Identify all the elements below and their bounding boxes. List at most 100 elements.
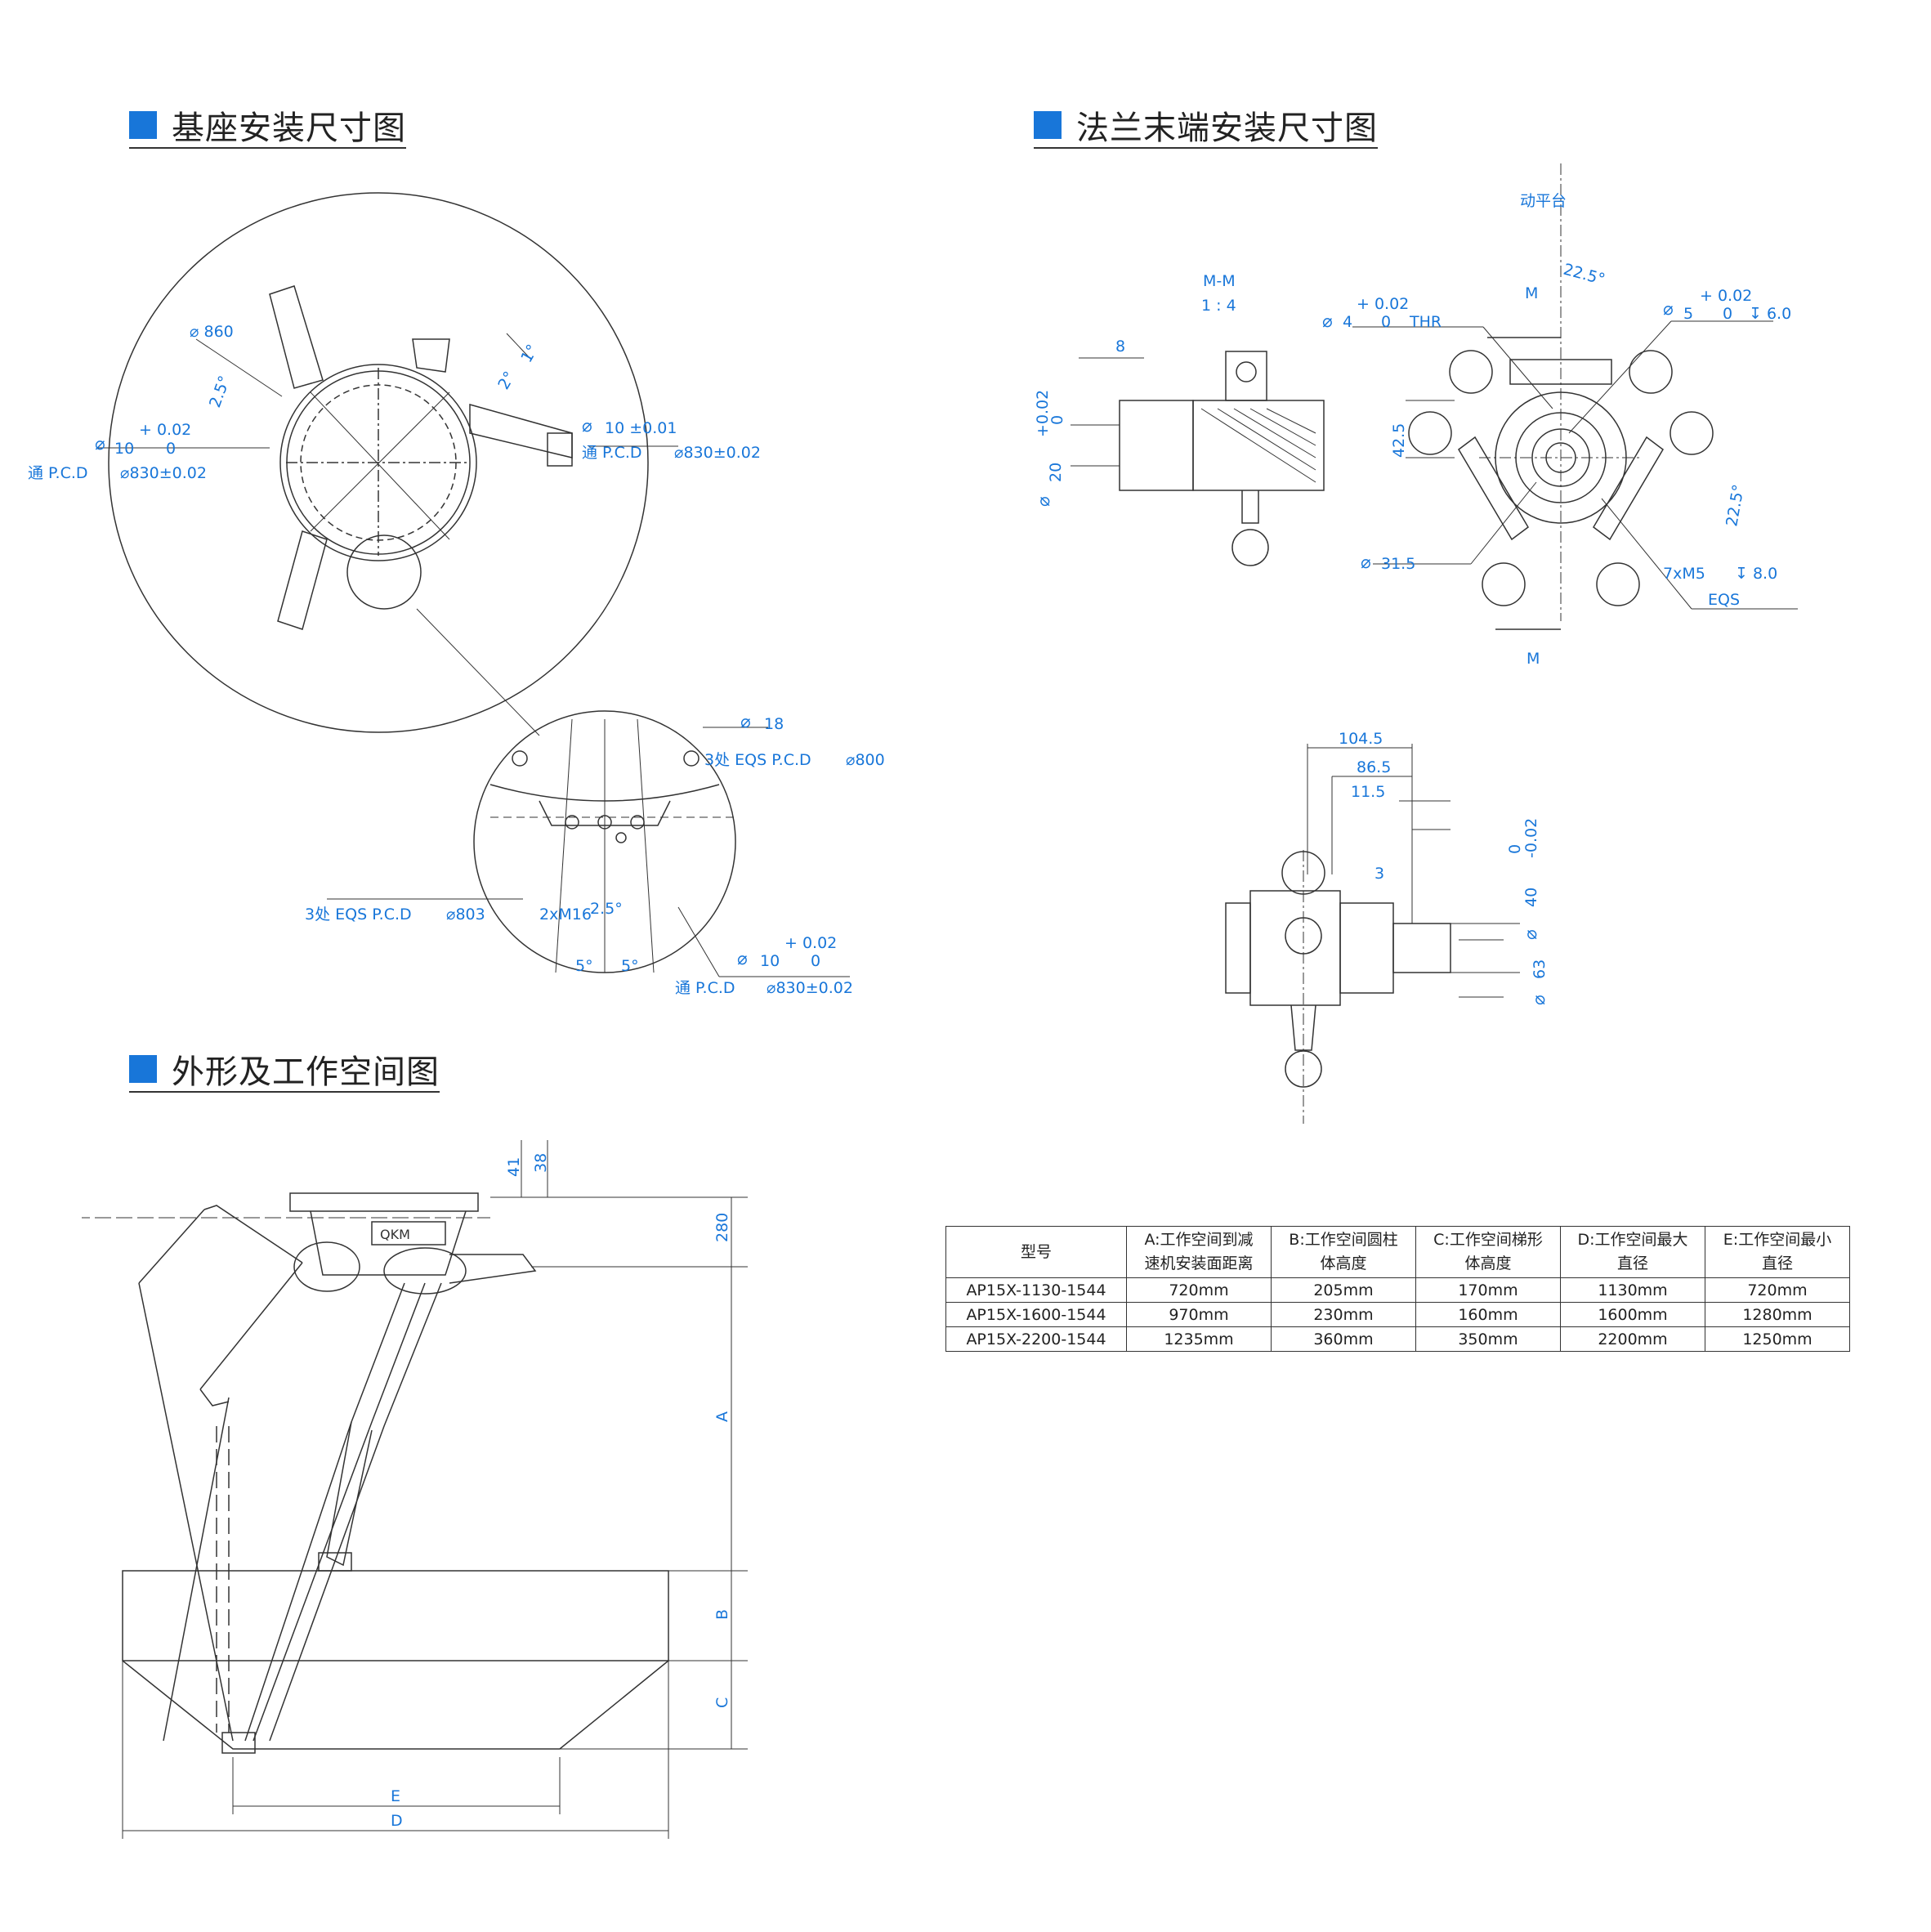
dim-angle-2: 2° [494, 369, 519, 393]
dim-860: ⌀ 860 [190, 323, 234, 341]
label-scale: 1 : 4 [1201, 297, 1236, 315]
table-cell: 205mm [1271, 1277, 1416, 1303]
dim-m5: 7xM5 [1663, 565, 1705, 583]
dim-tol-zero-left: 0 [166, 440, 176, 458]
dim-phi-18: ⌀ [740, 712, 751, 731]
dim-tol-neg-a: 0 [1506, 844, 1524, 854]
dim-plus-4: + 0.02 [1357, 295, 1409, 313]
table-row: AP15X-1600-1544 970mm 230mm 160mm 1600mm… [945, 1302, 1850, 1327]
dim-eqs-bottom: 3处 EQS P.C.D [305, 906, 412, 924]
workspace-dimensions: 41 38 280 A B C E D [391, 1153, 731, 1830]
section-marker-icon [129, 111, 157, 139]
dim-eqs-top: 3处 EQS P.C.D [704, 751, 811, 769]
table-cell: 970mm [1126, 1302, 1272, 1327]
workspace-drawing: QKM 41 38 280 A B [82, 1140, 748, 1839]
dim-40: 40 [1522, 888, 1540, 907]
dim-tol-zero-side: 0 [1048, 415, 1066, 425]
dim-phi-31-5: ⌀ [1361, 552, 1371, 572]
dim-63: 63 [1531, 959, 1549, 979]
dim-plus-5: + 0.02 [1700, 287, 1752, 305]
dim-depth-6: ↧ 6.0 [1749, 305, 1791, 323]
dim-tol-neg-b: -0.02 [1522, 818, 1540, 858]
table-header-b: B:工作空间圆柱体高度 [1271, 1226, 1416, 1278]
dim-31-5: 31.5 [1381, 555, 1415, 573]
table-cell: 350mm [1415, 1326, 1561, 1352]
dim-86-5: 86.5 [1357, 758, 1391, 776]
dim-pcd-left: 通 P.C.D [28, 464, 88, 482]
table-header-e: E:工作空间最小直径 [1705, 1226, 1850, 1278]
dim-m16: 2xM16 [539, 906, 592, 924]
dim-phi-63: ⌀ [1529, 995, 1549, 1005]
dim-B: B [713, 1609, 731, 1620]
dim-angle-2-5b: 2.5° [590, 900, 623, 918]
dim-angle-5-left: 5° [575, 957, 593, 975]
dim-830-right: ⌀830±0.02 [674, 444, 761, 462]
dim-phi-4: ⌀ [1322, 311, 1333, 331]
table-row: AP15X-2200-1544 1235mm 360mm 350mm 2200m… [945, 1326, 1850, 1352]
dim-thr: THR [1409, 313, 1442, 331]
dim-20: 20 [1047, 463, 1065, 482]
dim-A: A [713, 1411, 731, 1422]
base-dimensions: ⌀ 860 2.5° 1° 2° ⌀ + 0.02 10 0 通 P.C.D ⌀… [28, 323, 885, 997]
dim-830-bottom: ⌀830±0.02 [767, 979, 853, 997]
dim-angle-22-5-top: 22.5° [1562, 261, 1607, 289]
dim-280: 280 [713, 1213, 731, 1242]
dim-C: C [713, 1697, 731, 1708]
base-mount-drawing: ⌀ 860 2.5° 1° 2° ⌀ + 0.02 10 0 通 P.C.D ⌀… [28, 192, 885, 997]
dim-5: 5 [1683, 305, 1693, 323]
dim-tol-zero-bottom: 0 [811, 952, 820, 970]
table-row: AP15X-1130-1544 720mm 205mm 170mm 1130mm… [945, 1277, 1850, 1303]
qkm-logo: QKM [380, 1227, 410, 1242]
table-header-c: C:工作空间梯形体高度 [1415, 1226, 1561, 1278]
dim-8: 8 [1115, 338, 1125, 356]
dim-phi-20: ⌀ [1034, 496, 1053, 507]
table-cell: AP15X-1600-1544 [945, 1302, 1127, 1327]
dim-angle-2-5: 2.5° [206, 373, 234, 410]
table-cell: 720mm [1126, 1277, 1272, 1303]
section-header-flange: 法兰末端安装尺寸图 [1034, 106, 1378, 149]
section-title: 基座安装尺寸图 [172, 110, 406, 147]
table-cell: 2200mm [1560, 1326, 1705, 1352]
dim-depth-8: ↧ 8.0 [1735, 565, 1777, 583]
dim-11-5: 11.5 [1351, 783, 1385, 801]
dim-phi-bottom: ⌀ [737, 949, 748, 968]
flange-dimensions: 动平台 M-M 1 : 4 8 +0.02 0 20 ⌀ ⌀ 4 + 0.02 … [1034, 192, 1791, 1005]
dim-41: 41 [505, 1157, 523, 1177]
table-header-a: A:工作空间到减速机安装面距离 [1126, 1226, 1272, 1278]
table-cell: 160mm [1415, 1302, 1561, 1327]
table-header-model: 型号 [945, 1226, 1127, 1278]
dim-10-bottom: 10 [760, 952, 780, 970]
table-cell: 230mm [1271, 1302, 1416, 1327]
table-cell: 720mm [1705, 1277, 1850, 1303]
dim-803: ⌀803 [446, 906, 485, 924]
table-header-d: D:工作空间最大直径 [1560, 1226, 1705, 1278]
dim-phi-left: ⌀ [95, 434, 105, 454]
section-marker-icon [129, 1055, 157, 1083]
dim-eqs: EQS [1708, 591, 1740, 609]
table-cell: 1130mm [1560, 1277, 1705, 1303]
table-cell: 1235mm [1126, 1326, 1272, 1352]
dim-angle-5-right: 5° [621, 957, 639, 975]
table-cell: AP15X-2200-1544 [945, 1326, 1127, 1352]
dim-pcd-right: 通 P.C.D [582, 444, 642, 462]
label-mm: M-M [1203, 272, 1236, 290]
dim-10-right: 10 ±0.01 [605, 419, 677, 437]
dim-38: 38 [532, 1153, 550, 1173]
dim-D: D [391, 1812, 403, 1830]
dim-tol-top: +0.02 [1034, 390, 1052, 437]
dim-4: 4 [1343, 313, 1352, 331]
table-cell: 170mm [1415, 1277, 1561, 1303]
dim-zero-5: 0 [1723, 305, 1732, 323]
table-header-row: 型号 A:工作空间到减速机安装面距离 B:工作空间圆柱体高度 C:工作空间梯形体… [945, 1226, 1850, 1278]
dim-phi-right: ⌀ [582, 416, 592, 436]
dim-angle-1: 1° [517, 342, 542, 366]
table-cell: 1250mm [1705, 1326, 1850, 1352]
section-header-workspace: 外形及工作空间图 [129, 1050, 440, 1093]
dim-angle-22-5-right: 22.5° [1723, 483, 1748, 528]
dim-phi-5: ⌀ [1663, 299, 1674, 319]
section-title: 法兰末端安装尺寸图 [1076, 110, 1378, 147]
table-cell: 1600mm [1560, 1302, 1705, 1327]
dim-830-left: ⌀830±0.02 [120, 464, 207, 482]
table-cell: AP15X-1130-1544 [945, 1277, 1127, 1303]
dim-zero-4: 0 [1381, 313, 1391, 331]
